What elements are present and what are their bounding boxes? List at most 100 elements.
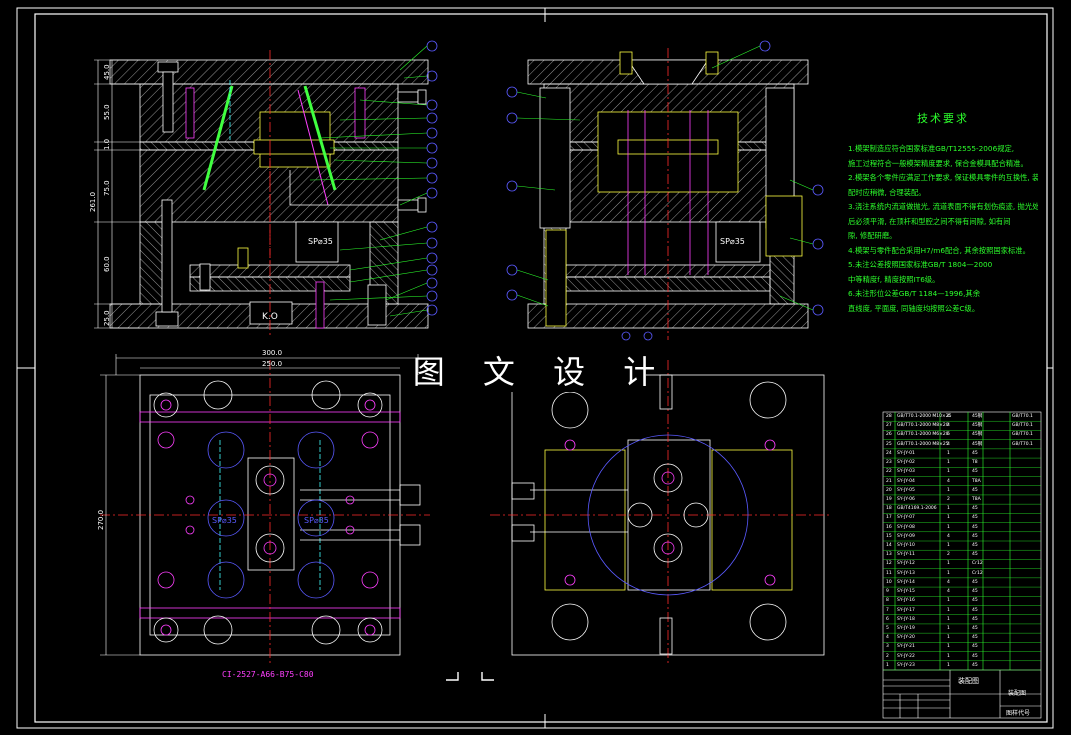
bom-cell-qty: 4 bbox=[947, 589, 950, 595]
bom-cell-mat: 45 bbox=[972, 598, 978, 604]
bom-row: 19 SY-JY-06 2 T8A bbox=[883, 495, 1041, 504]
sheet-frame bbox=[16, 7, 1054, 729]
left-balloons bbox=[426, 40, 438, 316]
bom-cell-no: 19 bbox=[886, 496, 892, 502]
plan-view-left bbox=[100, 360, 430, 665]
watermark-text: 图 文 设 计 bbox=[413, 348, 655, 392]
bom-cell-no: 2 bbox=[886, 653, 889, 659]
bom-cell-qty: 1 bbox=[947, 635, 950, 641]
bom-cell-code: SY-JY-18 bbox=[897, 616, 915, 622]
bom-cell-code: SY-JY-09 bbox=[897, 533, 915, 539]
bom-cell-qty: 4 bbox=[947, 423, 950, 429]
tech-line: 3.浇注系统内流道做抛光, 流道表面不得有划伤痕迹, 抛光处理 bbox=[848, 202, 1038, 211]
bom-cell-no: 23 bbox=[886, 460, 892, 466]
bom-cell-no: 11 bbox=[886, 570, 892, 576]
bom-cell-qty: 1 bbox=[947, 515, 950, 521]
section-view-right bbox=[527, 48, 809, 340]
bom-cell-mat: 45 bbox=[972, 644, 978, 650]
dim-total-261: 261.0 bbox=[89, 191, 97, 212]
bom-cell-mat: 45钢 bbox=[972, 441, 983, 447]
bom-cell-no: 17 bbox=[886, 515, 892, 521]
bom-cell-code: SY-JY-16 bbox=[897, 598, 915, 604]
bom-cell-qty: 4 bbox=[947, 533, 950, 539]
plan-right-circles bbox=[551, 381, 787, 641]
tech-line: 4.模架与零件配合采用H7/m6配合, 其余按照国家标准。 bbox=[848, 245, 1030, 255]
bom-cell-mat: 45 bbox=[972, 450, 978, 456]
bom-cell-no: 8 bbox=[886, 598, 889, 604]
title-block-school: 装配图 bbox=[1008, 690, 1027, 697]
bom-cell-qty: 2 bbox=[947, 496, 950, 502]
technical-requirements: 技术要求 1.模架制造应符合国家标准GB/T12555-2006规定, 施工过程… bbox=[848, 110, 1038, 316]
bom-cell-mat: 45钢 bbox=[972, 423, 983, 429]
bom-cell-qty: 4 bbox=[947, 414, 950, 419]
bom-cell-no: 18 bbox=[886, 506, 892, 512]
bom-cell-mat: 45 bbox=[972, 625, 978, 631]
corner-marks bbox=[446, 672, 494, 681]
ko-label: K.O bbox=[262, 312, 278, 322]
bom-cell-no: 28 bbox=[886, 414, 892, 419]
tech-line: 1.模架制造应符合国家标准GB/T12555-2006规定, bbox=[848, 144, 1015, 153]
bom-cell-code: SY-JY-04 bbox=[897, 478, 915, 484]
sp-label-plan-2: SP⌀35 bbox=[304, 516, 329, 525]
bom-cell-no: 5 bbox=[886, 625, 889, 631]
bom-cell-code: SY-JY-06 bbox=[897, 496, 915, 502]
bom-cell-code: SY-JY-23 bbox=[897, 662, 915, 668]
left-dimension-lines bbox=[94, 59, 140, 329]
bom-cell-mat: 45 bbox=[972, 579, 978, 585]
dim-25: 25.0 bbox=[103, 310, 111, 326]
bom-cell-mat: T8A bbox=[972, 478, 981, 484]
bom-cell-no: 4 bbox=[886, 635, 889, 641]
bom-cell-qty: 4 bbox=[947, 478, 950, 484]
dim-1: 1.0 bbox=[103, 138, 111, 150]
bom-cell-no: 15 bbox=[886, 533, 892, 539]
dim-plan-250: 250.0 bbox=[262, 360, 283, 368]
bom-cell-no: 6 bbox=[886, 616, 889, 622]
bom-cell-qty: 1 bbox=[947, 598, 950, 604]
bom-cell-qty: 1 bbox=[947, 662, 950, 668]
bom-cell-code: SY-JY-12 bbox=[897, 561, 915, 567]
bom-cell-mat: 45 bbox=[972, 543, 978, 548]
bom-cell-qty: 4 bbox=[947, 579, 950, 585]
bom-cell-mat: 45 bbox=[972, 662, 978, 668]
bom-cell-no: 27 bbox=[886, 423, 892, 429]
bom-cell-qty: 1 bbox=[947, 460, 950, 466]
tech-line: 隙, 修配研磨。 bbox=[848, 231, 897, 240]
bom-cell-no: 22 bbox=[886, 469, 892, 475]
plan-left-circles bbox=[153, 380, 383, 645]
bom-cell-mat: Cr12 bbox=[972, 561, 983, 567]
dim-75: 75.0 bbox=[103, 180, 111, 196]
tech-line: 配时应稍微, 合理装配。 bbox=[848, 187, 926, 197]
bom-cell-mat: 45钢 bbox=[972, 414, 983, 419]
bom-cell-qty: 1 bbox=[947, 543, 950, 548]
sp-label-plan-1: SP⌀35 bbox=[212, 516, 237, 525]
bom-cell-mat: 45 bbox=[972, 524, 978, 530]
bom-cell-no: 21 bbox=[886, 478, 892, 484]
left-leaders bbox=[309, 45, 428, 317]
bom-cell-note: GB/T70.1 bbox=[1012, 414, 1033, 419]
bom-cell-code: SY-JY-13 bbox=[897, 570, 915, 576]
tech-line: 直线度, 平面度, 同轴度均按照公差C级。 bbox=[848, 303, 980, 313]
tech-line: 施工过程符合一般模架精度要求, 保合金模具配合精准。 bbox=[848, 158, 1028, 168]
bom-cell-qty: 1 bbox=[947, 506, 950, 512]
plan-view-right bbox=[490, 360, 830, 665]
bom-cell-code: SY-JY-02 bbox=[897, 460, 915, 466]
bom-cell-no: 16 bbox=[886, 524, 892, 530]
bom-cell-no: 20 bbox=[886, 487, 892, 493]
section-view-left bbox=[109, 50, 429, 335]
bom-cell-mat: T8A bbox=[972, 496, 981, 502]
bom-cell-no: 3 bbox=[886, 644, 889, 650]
bom-cell-qty: 1 bbox=[947, 561, 950, 567]
sp-label-right: SP⌀35 bbox=[720, 237, 745, 246]
tech-line: 中等精度f, 精度按照IT6级。 bbox=[848, 274, 940, 284]
bom-cell-no: 25 bbox=[886, 441, 892, 447]
